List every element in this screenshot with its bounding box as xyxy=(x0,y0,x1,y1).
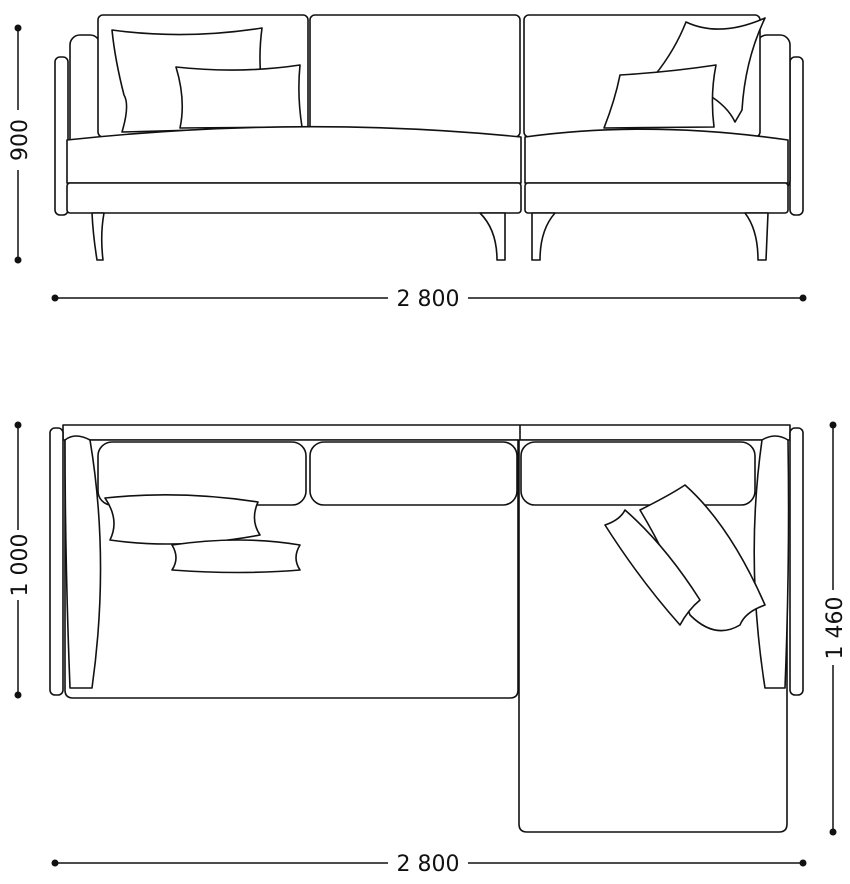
pillow-right-small xyxy=(603,64,717,129)
front-elevation: 900 2 800 xyxy=(5,14,807,312)
pillow-left-small xyxy=(175,64,303,129)
back-frame xyxy=(62,424,791,441)
back-cushion-2 xyxy=(309,441,518,506)
leg xyxy=(91,212,105,261)
leg xyxy=(479,212,506,261)
right-arm xyxy=(753,435,790,689)
pillow-left-small xyxy=(171,539,301,574)
plan-view: 1 000 1 460 2 800 xyxy=(5,421,850,877)
seat-left xyxy=(66,125,522,184)
plan-width-label: 2 800 xyxy=(397,852,460,877)
leg xyxy=(744,212,769,261)
base-right xyxy=(524,182,789,214)
front-width-label: 2 800 xyxy=(397,287,460,312)
back-cushion-3 xyxy=(520,441,756,506)
pillow-left-large xyxy=(104,494,261,545)
left-arm-outer xyxy=(49,427,64,696)
left-arm xyxy=(64,435,102,689)
left-arm-outer xyxy=(54,56,69,216)
right-arm-outer xyxy=(789,56,804,216)
chaise-depth-label: 1 460 xyxy=(823,597,848,660)
seat-right xyxy=(524,128,789,184)
base-left xyxy=(66,182,522,214)
depth-label: 1 000 xyxy=(8,534,33,597)
leg xyxy=(531,212,556,261)
pillow-right-small xyxy=(604,509,701,626)
right-arm-outer xyxy=(789,427,804,696)
back-cushion-2 xyxy=(309,14,521,138)
height-label: 900 xyxy=(8,119,33,161)
